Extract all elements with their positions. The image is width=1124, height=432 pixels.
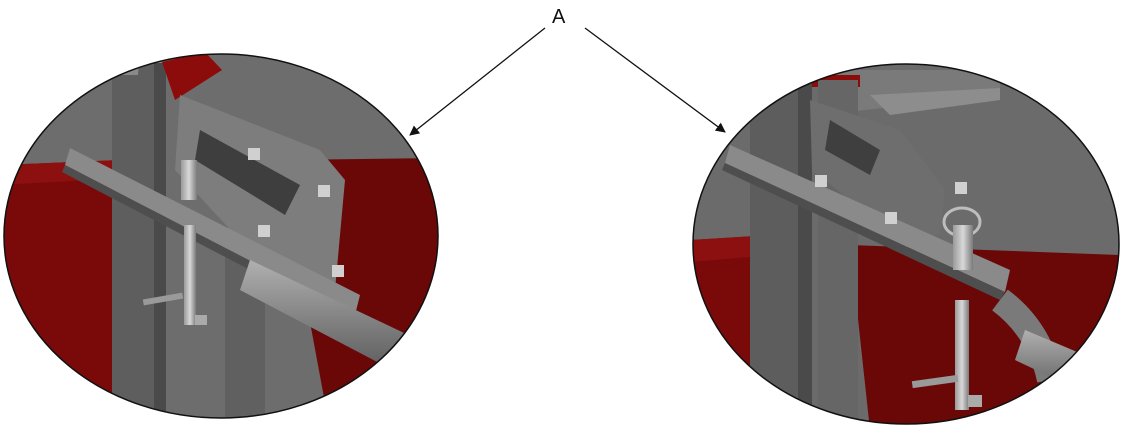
- detail-right: [693, 64, 1119, 424]
- arrow-to-left-detail: [409, 27, 546, 136]
- detail-right-outline: [692, 63, 1120, 425]
- callout-label-a: A: [552, 6, 566, 28]
- arrow-to-right-detail: [584, 27, 726, 133]
- detail-left-outline: [3, 53, 439, 419]
- detail-left: [4, 54, 438, 418]
